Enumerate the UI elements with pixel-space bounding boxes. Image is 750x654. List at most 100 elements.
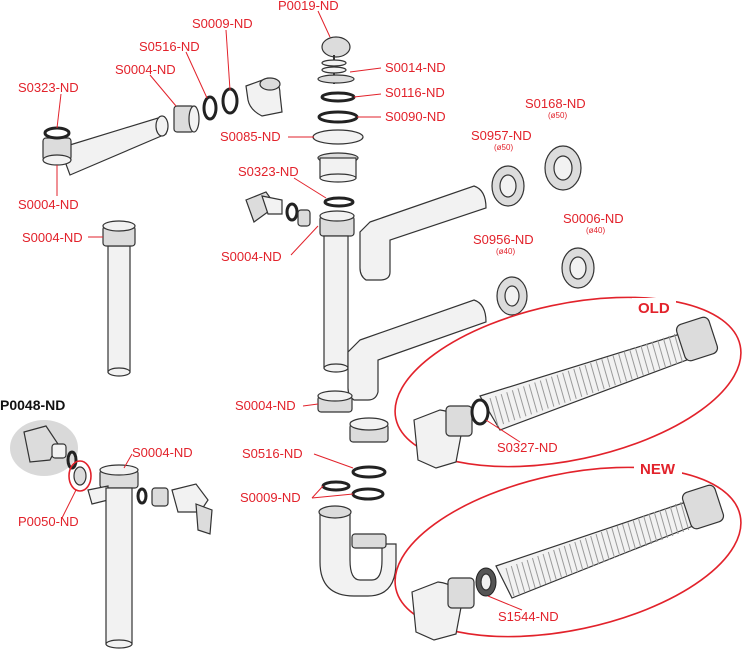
label-s0956-size: (ø40) <box>496 247 515 256</box>
hose-corrugation <box>618 353 628 382</box>
hose-corrugation <box>659 509 669 539</box>
label-s0323-mid: S0323-ND <box>238 164 299 179</box>
hose-corrugation <box>505 567 515 597</box>
vertical-pipe-left-lower <box>87 464 139 649</box>
hose-corrugation <box>674 503 684 533</box>
label-s0004-center: S0004-ND <box>235 398 296 413</box>
hose-corrugation <box>634 347 644 376</box>
hose-corrugation <box>567 370 577 399</box>
label-s0014: S0014-ND <box>385 60 446 75</box>
hose-corrugation <box>578 366 588 396</box>
hose-corrugation <box>562 372 572 401</box>
side-inlet-bottom <box>136 483 213 535</box>
ring-s0009-top <box>221 87 239 115</box>
label-s0168-size: (ø50) <box>548 111 567 120</box>
hose-corrugation <box>590 362 600 392</box>
new-tag-bg <box>634 459 682 477</box>
hose-corrugation <box>506 392 516 421</box>
gasket-p0050 <box>73 466 87 486</box>
label-s0516-center: S0516-ND <box>242 446 303 461</box>
hose-corrugation <box>657 339 667 368</box>
hose-corrugation <box>558 547 568 577</box>
hose-corrugation <box>606 529 616 559</box>
label-s0009-center: S0009-ND <box>240 490 301 505</box>
ring-s0323-mid <box>323 196 355 208</box>
new-hose-outline <box>394 466 742 638</box>
label-s0116: S0116-ND <box>385 85 445 100</box>
old-tag-bg <box>632 298 676 316</box>
hose-corrugation <box>534 382 544 411</box>
overflow-elbow-upper <box>359 185 487 281</box>
hose-corrugation <box>547 551 557 581</box>
hose-corrugation <box>664 507 674 537</box>
hose-corrugation <box>521 561 531 591</box>
label-s0085: S0085-ND <box>220 129 281 144</box>
nut-s0004-center-upper <box>317 390 353 413</box>
rosette-s0957 <box>491 165 525 207</box>
hose-corrugation <box>569 543 579 573</box>
hose-corrugation <box>637 517 647 547</box>
flex-hose-new <box>411 484 725 641</box>
hose-corrugation <box>623 351 633 380</box>
trap-bottle <box>318 505 397 597</box>
hose-corrugation <box>563 545 573 575</box>
hose-corrugation <box>590 535 600 565</box>
elbow-s0085-top <box>245 77 283 117</box>
hose-corrugation <box>516 563 526 593</box>
hose-corrugation <box>668 335 678 365</box>
hose-corrugation <box>673 333 683 363</box>
label-s0323-left: S0323-ND <box>18 80 79 95</box>
overflow-pipe-top-left <box>42 115 169 176</box>
ring-p0048 <box>66 450 78 470</box>
hose-corrugation <box>653 511 663 541</box>
ring-s0516-top <box>202 95 218 121</box>
inlet-elbow-p0048 <box>23 425 67 463</box>
hose-corrugation <box>611 527 621 557</box>
label-p0019: P0019-ND <box>278 0 339 13</box>
side-inlet-mid <box>245 191 311 227</box>
nut-s0004-top <box>173 105 200 133</box>
hose-corrugation <box>500 393 510 423</box>
vertical-pipe-left <box>102 220 136 377</box>
leader-lines <box>56 10 523 611</box>
nut-s1544 <box>475 567 497 597</box>
hose-corrugation <box>600 531 610 561</box>
drain-body <box>312 129 364 183</box>
hose-corrugation <box>537 555 547 585</box>
hose-corrugation <box>528 384 538 413</box>
hose-corrugation <box>640 345 650 374</box>
ring-s0327 <box>470 398 490 426</box>
hose-corrugation <box>539 380 549 409</box>
hose-corrugation <box>648 513 658 543</box>
hose-corrugation <box>595 533 605 563</box>
label-new: NEW <box>640 461 676 478</box>
label-s0004-top: S0004-ND <box>115 62 176 77</box>
label-s0004-bottom-left: S0004-ND <box>132 445 193 460</box>
hose-corrugation <box>489 397 499 427</box>
hose-corrugation <box>517 388 527 417</box>
hose-corrugation <box>550 376 560 405</box>
label-p0050: P0050-ND <box>18 514 79 529</box>
hose-corrugation <box>606 357 616 386</box>
highlight-p0050 <box>68 460 92 492</box>
label-p0048: P0048-ND <box>0 397 65 413</box>
hose-corrugation <box>629 349 639 378</box>
ring-s0516-center <box>351 465 387 479</box>
label-s0090: S0090-ND <box>385 109 446 124</box>
gasket-s0014 <box>317 74 355 84</box>
old-hose-outline <box>394 296 742 468</box>
label-s0957-size: (ø50) <box>494 143 513 152</box>
label-s0004-left-b: S0004-ND <box>22 230 83 245</box>
rosette-s0956 <box>496 276 528 316</box>
hose-corrugation <box>627 521 637 551</box>
label-s0168: S0168-ND <box>525 96 586 111</box>
hose-corrugation <box>621 523 631 553</box>
label-s0516-top: S0516-ND <box>139 39 200 54</box>
ring-s0090 <box>317 110 359 124</box>
hose-corrugation <box>669 505 679 535</box>
vertical-pipe-mid <box>319 210 355 373</box>
label-s0006-size: (ø40) <box>586 226 605 235</box>
hose-corrugation <box>616 525 626 555</box>
